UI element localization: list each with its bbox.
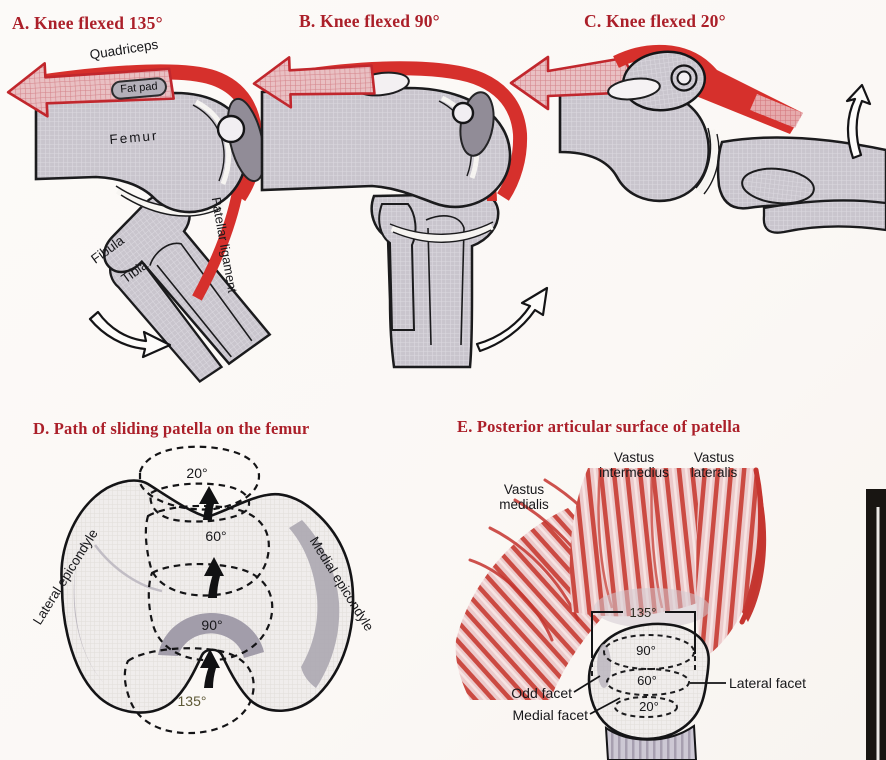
panel-a-title: A. Knee flexed 135° <box>12 13 163 33</box>
intercondylar-notch <box>158 612 264 658</box>
vastus-intermedius-muscle <box>569 468 700 617</box>
flexion-axis-circle-a <box>216 114 246 144</box>
tibia-motion-arrow-c <box>845 83 872 160</box>
facet-leader-lines <box>573 675 726 715</box>
odd-facet-region <box>597 644 611 688</box>
panel-b-figure <box>252 56 549 369</box>
panel-a-figure <box>6 62 272 383</box>
panel-e-figure <box>455 467 767 760</box>
panel-d-title: D. Path of sliding patella on the femur <box>33 419 310 438</box>
panel-c-title: C. Knee flexed 20° <box>584 11 726 31</box>
patellar-ligament-a <box>192 188 244 301</box>
vastus-lateralis-muscle <box>696 468 759 660</box>
d-angle-90-label: 90° <box>201 617 223 633</box>
lateral-facet-label: Lateral facet <box>729 675 807 691</box>
tibia-fibula-a <box>102 191 272 383</box>
quadriceps-tendon-b <box>296 61 528 201</box>
medial-facet-label: Medial facet <box>512 707 588 723</box>
medial-shading <box>289 520 340 688</box>
patellar-ligament-e <box>604 724 698 760</box>
quadriceps-pull-arrow-b <box>252 56 376 109</box>
patella-position-outlines <box>123 445 274 735</box>
e-angle-90-label: 90° <box>636 643 656 658</box>
fat-pad-c <box>607 77 661 101</box>
flexion-axis-circle-c <box>670 64 698 92</box>
panel-c-figure <box>509 44 886 234</box>
odd-facet-label: Odd facet <box>511 685 572 701</box>
adjacent-dark-edge <box>866 489 886 760</box>
d-angle-60-label: 60° <box>205 528 227 544</box>
fibula-bone-c <box>762 199 886 234</box>
e-angle-135-label: 135° <box>629 605 657 620</box>
e-angle-60-label: 60° <box>637 673 657 688</box>
panel-e-title: E. Posterior articular surface of patell… <box>457 417 741 436</box>
tibia-motion-arrow-a <box>88 310 172 359</box>
femur-bone-c <box>558 86 710 203</box>
quadriceps-pull-arrow-a <box>6 62 175 118</box>
e-angle-20-label: 20° <box>639 699 659 714</box>
bracket-135 <box>591 611 696 658</box>
d-angle-20-label: 20° <box>186 465 208 481</box>
vastus-intermedius-label: Vastus intermedius <box>599 450 669 480</box>
tibia-motion-arrow-b <box>475 286 549 353</box>
vastus-lateralis-label: Vastus lateralis <box>690 450 738 480</box>
vastus-medialis-label: Vastus medialis <box>499 482 549 512</box>
patella-posterior-surface <box>587 622 710 741</box>
panel-d-figure <box>60 445 355 735</box>
flexion-axis-circle-b <box>451 101 475 125</box>
d-angle-135-label: 135° <box>177 693 207 709</box>
panel-b-title: B. Knee flexed 90° <box>299 11 440 31</box>
glide-arrows <box>199 486 224 688</box>
fibula-head-c <box>741 167 815 205</box>
fibula-bone-b <box>378 203 417 331</box>
